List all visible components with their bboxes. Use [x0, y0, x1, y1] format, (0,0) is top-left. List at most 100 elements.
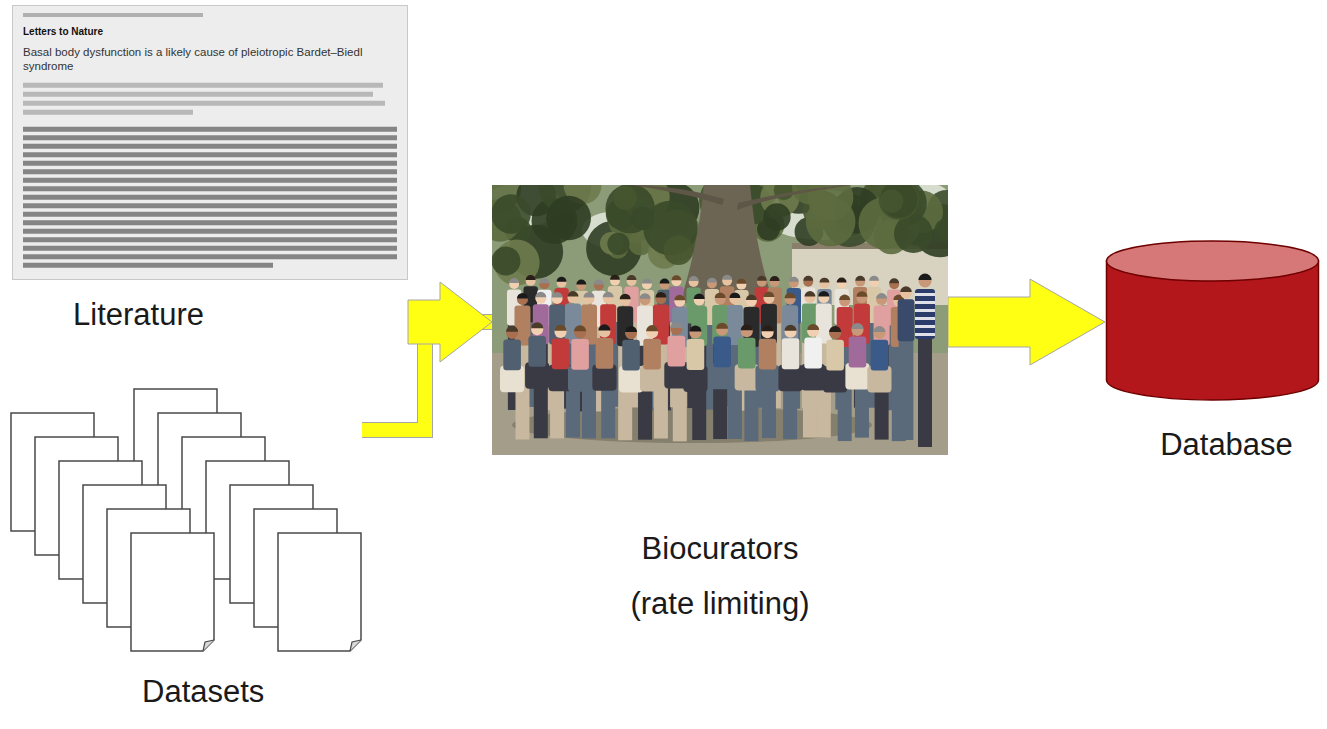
- person-hair: [856, 291, 867, 297]
- person-head: [804, 292, 815, 303]
- foliage: [894, 214, 933, 253]
- foliage: [547, 196, 591, 240]
- shirt-stripe: [915, 333, 935, 336]
- foliage: [806, 197, 856, 247]
- person-hair: [746, 295, 757, 300]
- person: [898, 286, 915, 440]
- person-body: [782, 338, 800, 369]
- person-head: [689, 277, 699, 287]
- person-body: [581, 304, 597, 344]
- person-hair: [818, 291, 829, 297]
- person-body: [804, 338, 822, 369]
- person-head: [763, 293, 774, 304]
- paper-title: Basal body dysfunction is a likely cause…: [23, 45, 397, 74]
- foliage: [880, 189, 903, 212]
- author-line: [23, 92, 373, 97]
- person: [845, 323, 869, 389]
- person-head: [576, 280, 586, 290]
- person: [683, 325, 707, 391]
- person-head: [539, 279, 549, 289]
- person-hair: [715, 293, 726, 299]
- person-head: [552, 293, 563, 304]
- foliage: [763, 203, 790, 230]
- person-head: [707, 279, 717, 289]
- person-head: [674, 296, 685, 307]
- person-head: [757, 277, 767, 287]
- paper-screenshot: Letters to NatureBasal body dysfunction …: [12, 5, 408, 280]
- person-hair: [900, 286, 912, 292]
- person-hair: [804, 291, 815, 297]
- photo-background: [492, 185, 948, 455]
- person-head: [715, 294, 726, 305]
- tree-branch: [737, 185, 852, 210]
- person-body: [528, 336, 546, 367]
- person-hair: [784, 325, 796, 331]
- person-head: [873, 327, 885, 339]
- abstract-line: [23, 178, 397, 183]
- person-hair: [660, 278, 670, 283]
- person-body: [571, 339, 589, 370]
- db-node: Database: [1105, 240, 1320, 466]
- foliage: [664, 235, 694, 265]
- person-head: [818, 292, 829, 303]
- page-sheet: [278, 533, 361, 651]
- person-body: [761, 304, 777, 344]
- block-arrow: [408, 282, 492, 362]
- abstract-line: [23, 186, 397, 191]
- person-head: [694, 295, 705, 306]
- person-hair: [517, 293, 528, 299]
- tree-trunk: [680, 185, 774, 303]
- database-cylinder: [1105, 240, 1320, 402]
- cylinder-top: [1107, 241, 1319, 281]
- person-hair: [554, 325, 566, 331]
- block-arrow: [948, 279, 1105, 365]
- foliage: [607, 233, 629, 255]
- person: [525, 322, 549, 388]
- person-body: [643, 339, 661, 370]
- figure-label: Biocurators (rate limiting): [492, 521, 948, 631]
- person-hair: [625, 326, 637, 332]
- person-hair: [655, 292, 666, 298]
- author-line: [23, 101, 385, 106]
- person-hair: [722, 275, 732, 280]
- person-head: [594, 281, 604, 291]
- person-hair: [855, 276, 865, 281]
- person-hair: [689, 276, 699, 281]
- shirt-stripe: [915, 309, 935, 312]
- foliage: [934, 219, 948, 240]
- flow-arrow: [948, 279, 1105, 365]
- person: [500, 326, 524, 392]
- person-head: [839, 296, 850, 307]
- person-hair: [576, 279, 586, 284]
- person-head: [646, 326, 658, 338]
- person-body: [826, 340, 844, 371]
- breadcrumb-line: [23, 13, 203, 17]
- abstract-line: [23, 203, 397, 208]
- dataset-stack: [10, 385, 362, 655]
- person-head: [535, 293, 546, 304]
- person-head: [509, 279, 519, 289]
- person-hair: [869, 276, 879, 281]
- person-hair: [761, 325, 773, 331]
- person-head: [819, 279, 829, 289]
- author-line: [23, 110, 193, 115]
- person-hair: [876, 293, 887, 299]
- person-head: [807, 325, 819, 337]
- person: [619, 326, 643, 392]
- person-hair: [526, 275, 536, 280]
- person-head: [876, 294, 887, 305]
- dataset-page: [131, 533, 214, 651]
- person-head: [689, 326, 701, 338]
- abstract-line: [23, 263, 273, 268]
- person-head: [785, 294, 796, 305]
- person-head: [722, 276, 732, 286]
- person-hair: [736, 279, 746, 284]
- figure-label: Datasets: [142, 671, 362, 713]
- abstract-line: [23, 254, 397, 259]
- person-hair: [552, 292, 563, 297]
- person-head: [784, 326, 796, 338]
- person-hair: [785, 293, 796, 299]
- person-head: [761, 326, 773, 338]
- person: [823, 326, 847, 392]
- abstract-line: [23, 152, 397, 157]
